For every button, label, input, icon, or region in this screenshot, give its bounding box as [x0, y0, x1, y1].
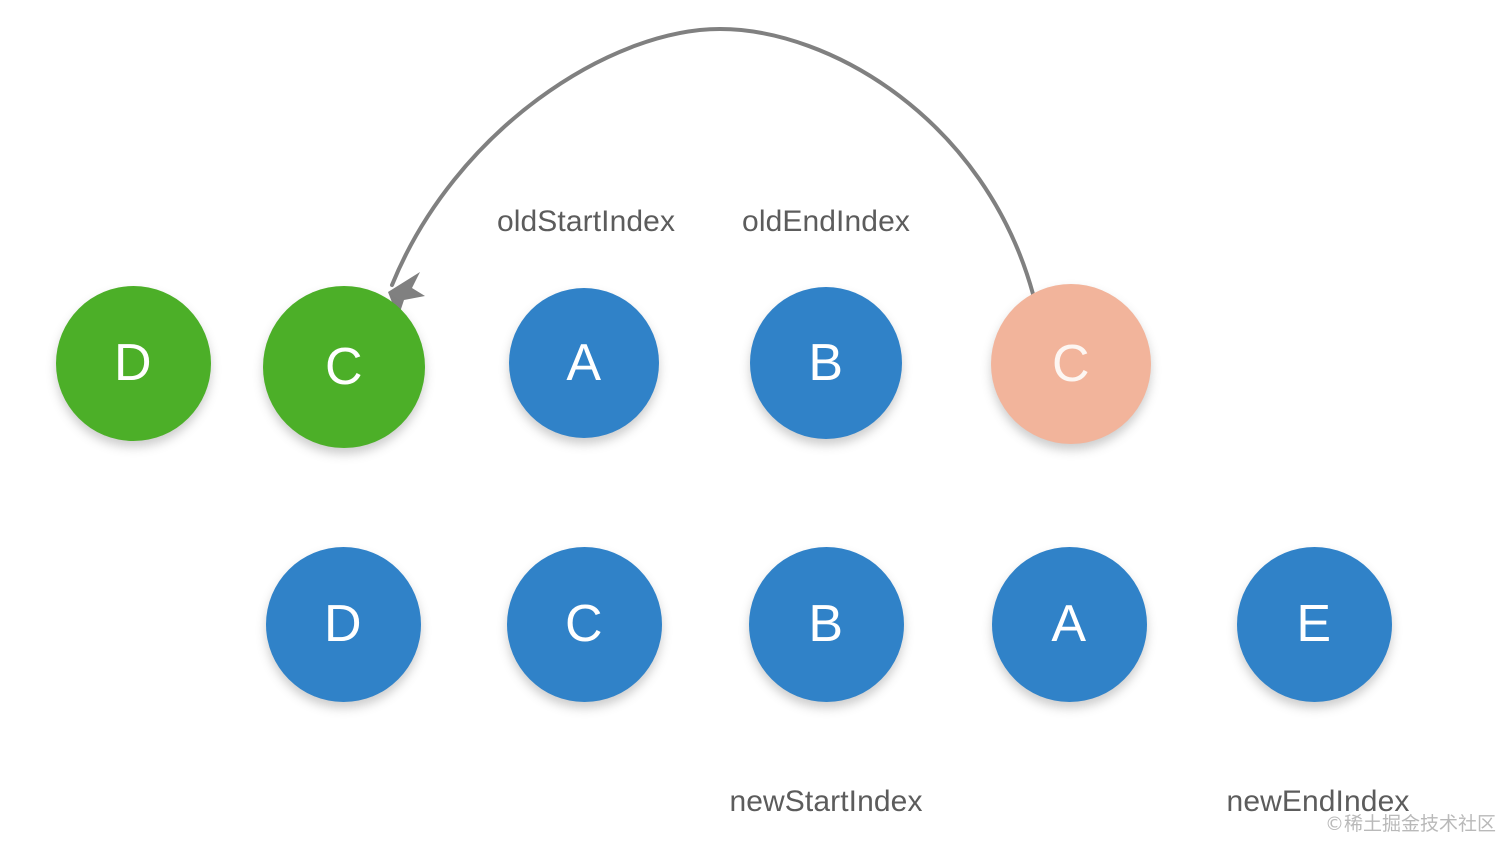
old-node-2-label: A — [566, 334, 602, 392]
old-node-0-label: D — [113, 334, 153, 392]
old-start-index-label: oldStartIndex — [496, 205, 676, 238]
new-node-2-label: B — [808, 595, 844, 653]
new-node-4[interactable]: E — [1236, 546, 1392, 702]
old-node-1-label: C — [324, 338, 364, 396]
old-node-2[interactable]: A — [509, 288, 659, 438]
old-node-3-label: B — [808, 334, 844, 392]
new-node-3-label: A — [1051, 595, 1087, 653]
old-node-1[interactable]: C — [263, 286, 425, 448]
site-watermark: ©稀土掘金技术社区 — [1324, 813, 1496, 835]
new-node-0-label: D — [323, 595, 363, 653]
new-node-2[interactable]: B — [748, 546, 904, 702]
new-node-3[interactable]: A — [991, 546, 1147, 702]
old-node-4-label: C — [1051, 335, 1091, 393]
old-node-0[interactable]: D — [55, 285, 211, 441]
old-node-3[interactable]: B — [750, 287, 902, 439]
old-node-4[interactable]: C — [991, 284, 1151, 444]
new-start-index-label: newStartIndex — [729, 785, 923, 818]
new-end-index-label: newEndIndex — [1226, 785, 1410, 818]
new-node-1-label: C — [564, 595, 604, 653]
new-node-4-label: E — [1296, 595, 1332, 653]
move-arrow-curve — [390, 26, 1035, 296]
new-node-0[interactable]: D — [265, 546, 421, 702]
new-node-1[interactable]: C — [506, 546, 662, 702]
old-end-index-label: oldEndIndex — [742, 205, 910, 238]
